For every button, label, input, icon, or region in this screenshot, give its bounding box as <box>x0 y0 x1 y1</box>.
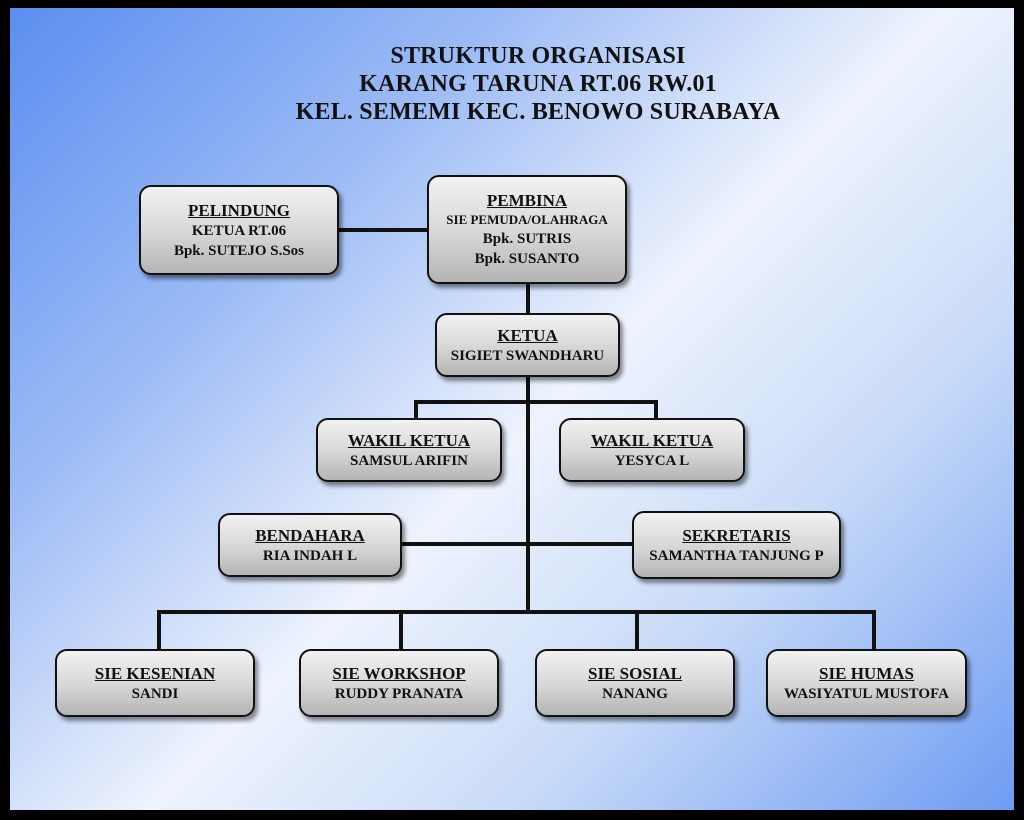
sie-workshop-name: RUDDY PRANATA <box>334 685 464 702</box>
pelindung-name: Bpk. SUTEJO S.Sos <box>173 242 305 259</box>
wakil-ketua-2-name: YESYCA L <box>614 452 690 469</box>
bendahara-name: RIA INDAH L <box>262 547 358 564</box>
box-pembina: PEMBINA SIE PEMUDA/OLAHRAGA Bpk. SUTRIS … <box>427 175 627 284</box>
pembina-name-2: Bpk. SUSANTO <box>474 251 580 267</box>
pembina-role: SIE PEMUDA/OLAHRAGA <box>446 212 608 227</box>
pembina-name-1: Bpk. SUTRIS <box>482 231 572 247</box>
box-bendahara: BENDAHARA RIA INDAH L <box>218 513 402 577</box>
pelindung-heading: PELINDUNG <box>187 200 290 220</box>
wakil-ketua-1-heading: WAKIL KETUA <box>347 430 471 450</box>
ketua-heading: KETUA <box>497 325 558 345</box>
box-sie-kesenian: SIE KESENIAN SANDI <box>55 649 255 717</box>
bendahara-heading: BENDAHARA <box>255 525 365 545</box>
pembina-heading: PEMBINA <box>486 191 568 210</box>
box-wakil-ketua-1: WAKIL KETUA SAMSUL ARIFIN <box>316 418 502 482</box>
title-line-1: STRUKTUR ORGANISASI <box>390 43 686 69</box>
box-sekretaris: SEKRETARIS SAMANTHA TANJUNG P <box>632 511 841 579</box>
page-title: STRUKTUR ORGANISASI KARANG TARUNA RT.06 … <box>0 42 1024 126</box>
ketua-name: SIGIET SWANDHARU <box>450 347 605 364</box>
box-sie-workshop: SIE WORKSHOP RUDDY PRANATA <box>299 649 499 717</box>
box-pelindung: PELINDUNG KETUA RT.06 Bpk. SUTEJO S.Sos <box>139 185 339 275</box>
box-ketua: KETUA SIGIET SWANDHARU <box>435 313 620 377</box>
sie-humas-name: WASIYATUL MUSTOFA <box>784 685 949 702</box>
sie-sosial-name: NANANG <box>602 685 668 702</box>
wakil-ketua-2-heading: WAKIL KETUA <box>590 430 714 450</box>
sie-sosial-heading: SIE SOSIAL <box>587 663 683 683</box>
sekretaris-name: SAMANTHA TANJUNG P <box>649 547 824 564</box>
box-sie-humas: SIE HUMAS WASIYATUL MUSTOFA <box>766 649 967 717</box>
sie-kesenian-heading: SIE KESENIAN <box>94 663 216 683</box>
wakil-ketua-1-name: SAMSUL ARIFIN <box>350 452 468 469</box>
sekretaris-heading: SEKRETARIS <box>682 525 791 545</box>
sie-humas-heading: SIE HUMAS <box>819 663 914 683</box>
box-sie-sosial: SIE SOSIAL NANANG <box>535 649 735 717</box>
sie-kesenian-name: SANDI <box>131 685 179 702</box>
sie-workshop-heading: SIE WORKSHOP <box>332 663 466 683</box>
title-line-2: KARANG TARUNA RT.06 RW.01 <box>359 71 717 97</box>
title-line-3: KEL. SEMEMI KEC. BENOWO SURABAYA <box>295 99 781 125</box>
box-wakil-ketua-2: WAKIL KETUA YESYCA L <box>559 418 745 482</box>
pelindung-role: KETUA RT.06 <box>191 222 287 239</box>
